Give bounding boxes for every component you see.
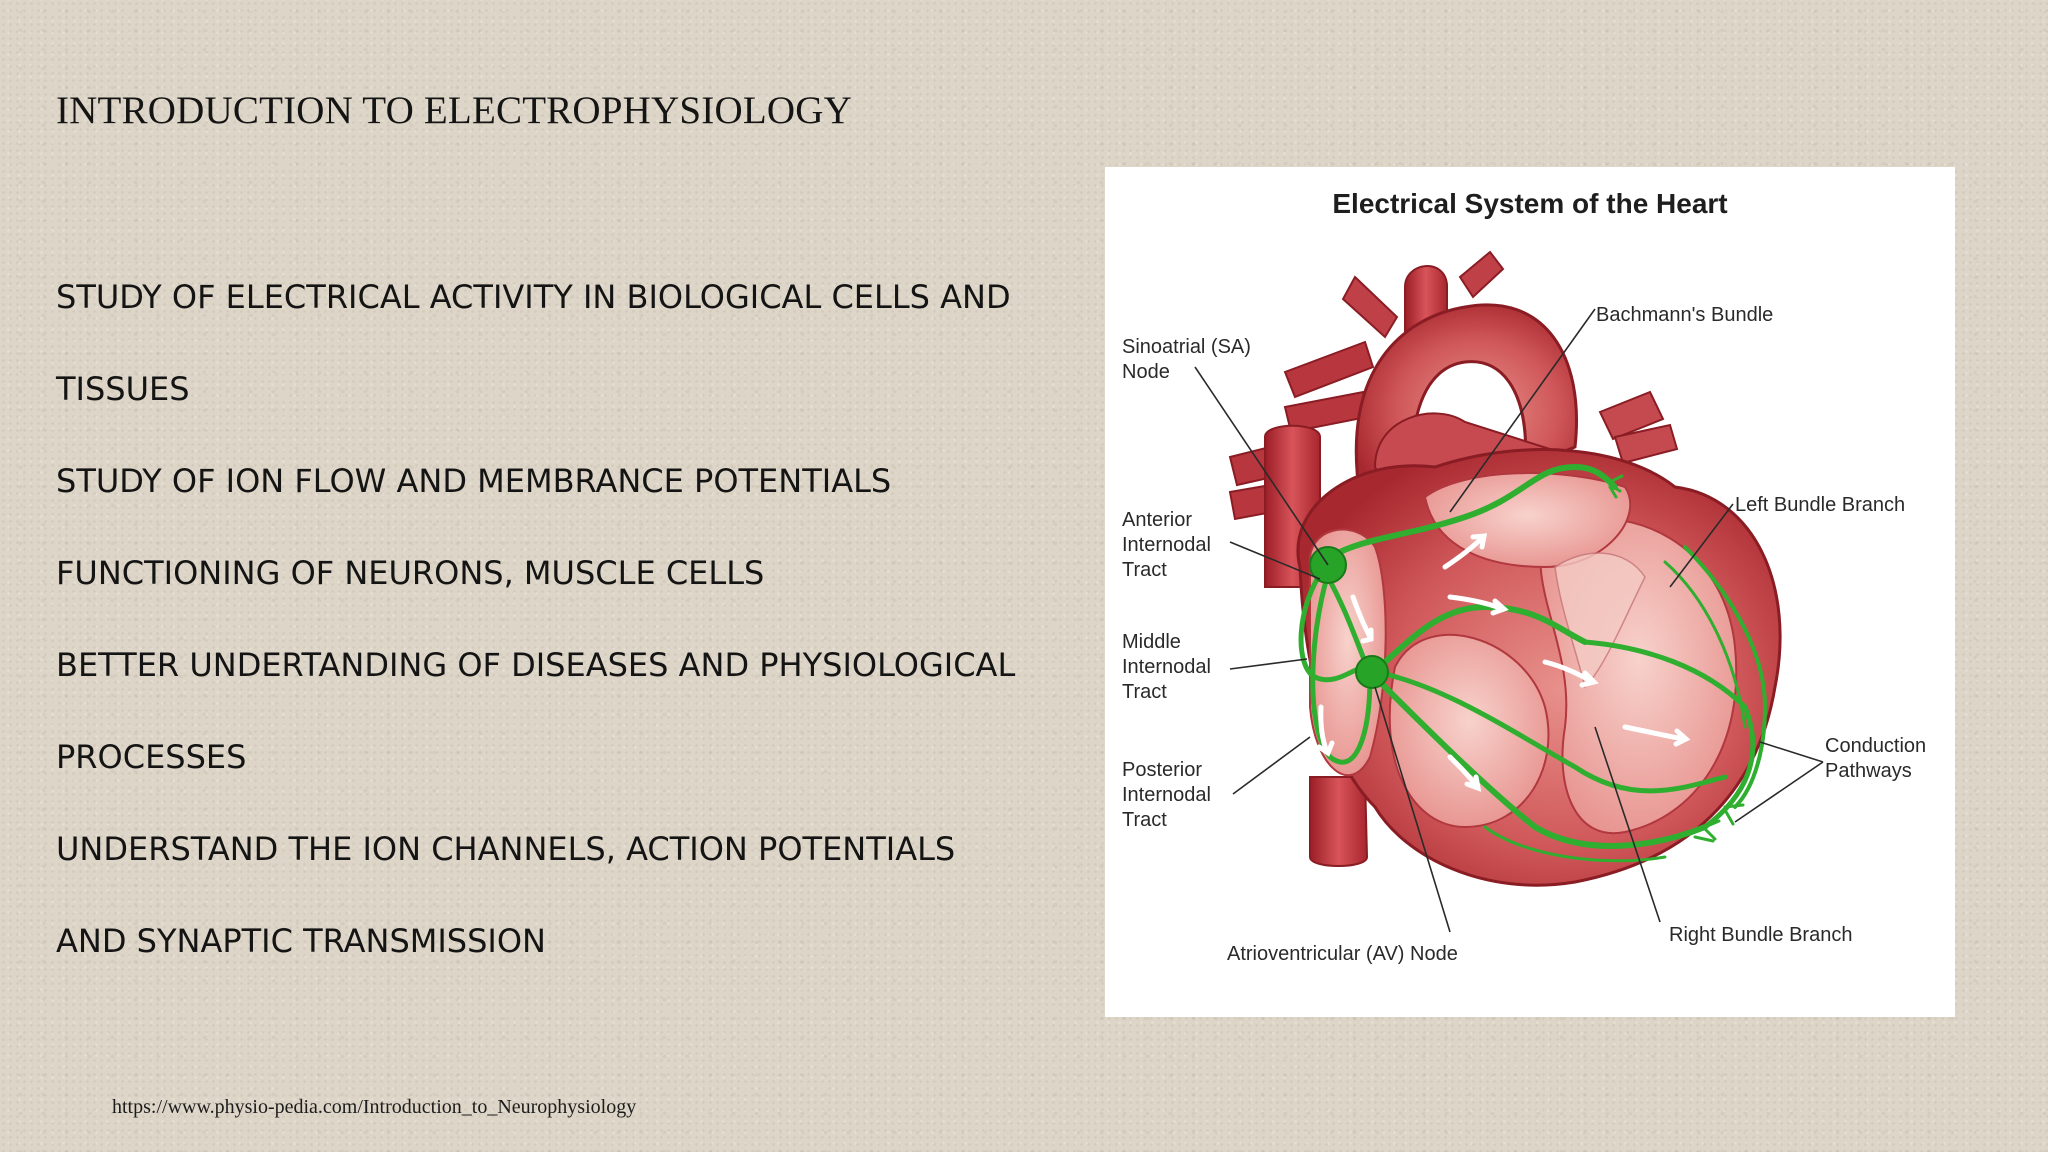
- flow-arrows: [1316, 533, 1691, 792]
- leader-lines: [1194, 308, 1824, 933]
- posterior-tract-label: Posterior: [1122, 759, 1202, 781]
- heart-diagram: Electrical System of the Heart: [1122, 188, 1926, 965]
- slide-title: INTRODUCTION TO ELECTROPHYSIOLOGY: [56, 89, 852, 132]
- av-node-label: Atrioventricular (AV) Node: [1227, 943, 1458, 965]
- body-line: PROCESSES: [56, 738, 247, 776]
- sa-node-label: Sinoatrial (SA): [1122, 336, 1251, 358]
- posterior-tract-label: Tract: [1122, 809, 1167, 831]
- body-line: AND SYNAPTIC TRANSMISSION: [56, 922, 546, 960]
- posterior-tract-label: Internodal: [1122, 784, 1211, 806]
- source-link[interactable]: https://www.physio-pedia.com/Introductio…: [112, 1096, 637, 1118]
- body-line: UNDERSTAND THE ION CHANNELS, ACTION POTE…: [56, 830, 956, 868]
- middle-tract-label: Tract: [1122, 681, 1167, 703]
- right-bundle-branch-label: Right Bundle Branch: [1669, 924, 1852, 946]
- body-line: STUDY OF ELECTRICAL ACTIVITY IN BIOLOGIC…: [56, 278, 1011, 316]
- body-line: TISSUES: [56, 370, 190, 408]
- great-vessels: [1228, 250, 1679, 867]
- bachmanns-bundle-label: Bachmann's Bundle: [1596, 304, 1773, 326]
- left-bundle-branch-label: Left Bundle Branch: [1735, 494, 1905, 516]
- av-node: [1355, 655, 1389, 689]
- anterior-tract-label: Internodal: [1122, 534, 1211, 556]
- conduction-pathways-label: Pathways: [1825, 760, 1912, 782]
- slide-body: STUDY OF ELECTRICAL ACTIVITY IN BIOLOGIC…: [56, 266, 1076, 1002]
- anterior-tract-label: Anterior: [1122, 509, 1192, 531]
- figure-title: Electrical System of the Heart: [1332, 188, 1727, 219]
- middle-tract-label: Internodal: [1122, 656, 1211, 678]
- body-line: FUNCTIONING OF NEURONS, MUSCLE CELLS: [56, 554, 765, 592]
- sa-node-label: Node: [1122, 361, 1170, 383]
- anterior-tract-label: Tract: [1122, 559, 1167, 581]
- conduction-pathways-label: Conduction: [1825, 735, 1926, 757]
- heart-diagram-figure: Electrical System of the Heart: [1105, 167, 1955, 1017]
- conduction-system: [1298, 463, 1768, 863]
- body-line: BETTER UNDERTANDING OF DISEASES AND PHYS…: [56, 646, 1016, 684]
- diagram-labels: Sinoatrial (SA) Node Bachmann's Bundle L…: [1122, 304, 1926, 965]
- middle-tract-label: Middle: [1122, 631, 1181, 653]
- body-line: STUDY OF ION FLOW AND MEMBRANCE POTENTIA…: [56, 462, 892, 500]
